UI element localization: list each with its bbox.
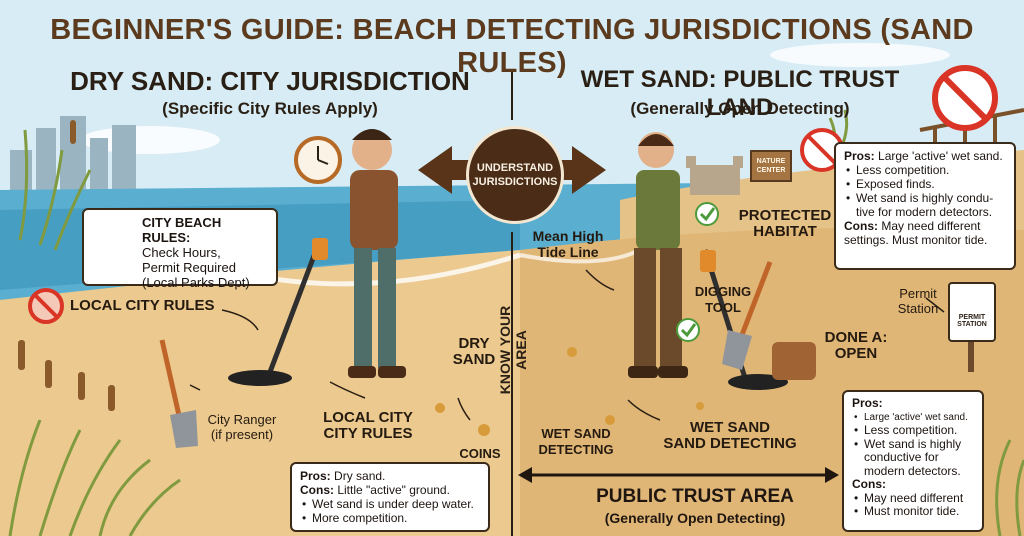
city-ranger-line-2: (if present) [210, 427, 274, 442]
city-ranger-label: City Ranger (if present) [194, 412, 290, 442]
understand-jurisdictions-badge: UNDERSTAND JURISDICTIONS [466, 126, 564, 224]
digging-tool-label: DIGGING TOOL [688, 284, 758, 316]
wet-sand-detect-line-1: WET SAND [541, 426, 611, 441]
dry-sand-line-1: DRY [458, 335, 490, 352]
pros-text: Large 'active' wet sand. [878, 149, 1003, 163]
beach-grass-left [8, 129, 181, 536]
city-ranger-line-1: City Ranger [207, 412, 277, 427]
digging-line-2: TOOL [705, 300, 741, 315]
checkmark-icon [676, 202, 719, 342]
city-rules-line-2: Permit Required [142, 260, 236, 275]
wet-sand-center-line-1: WET SAND [690, 419, 770, 436]
clock-icon [294, 136, 342, 184]
list-item: Must monitor tide. [854, 504, 974, 519]
wet-sand-detect-line-2: DETECTING [538, 442, 614, 457]
dry-sand-line-2: SAND [452, 351, 496, 368]
list-item-text-1: Wet sand is highly condu- [856, 191, 994, 205]
list-item-text-2: conductive for [864, 450, 939, 464]
protected-habitat-label: PROTECTED HABITAT [730, 208, 840, 240]
city-beach-rules-box: CITY BEACH RULES: Check Hours, Permit Re… [82, 208, 278, 290]
right-subheading: (Generally Open Detecting) [630, 99, 850, 118]
nature-center-line-2: CENTER [756, 167, 786, 174]
dry-sand-label: DRY SAND [444, 336, 504, 368]
wet-sand-center-label: WET SAND SAND DETECTING [660, 420, 800, 452]
list-item: May need different [854, 491, 974, 506]
list-item-text-2: tive for modern detectors. [856, 205, 993, 219]
mean-high-line-2: Tide Line [537, 244, 599, 260]
city-rules-line-3: (Local Parks Dept) [142, 275, 250, 290]
pros-label: Pros: [300, 469, 331, 483]
cons-text-2: settings. Must monitor tide. [844, 233, 988, 247]
cons-label: Cons: [300, 483, 334, 497]
local-city-rules-label: LOCAL CITY RULES [70, 297, 215, 314]
cons-text: Little "active" ground. [337, 483, 450, 497]
list-item: Exposed finds. [846, 177, 1006, 191]
done-line-1: DONE A: [824, 329, 888, 346]
man-detectorist [348, 129, 406, 378]
mean-high-line-1: Mean High [532, 228, 604, 244]
nature-center-line-1: NATURE [756, 158, 786, 165]
list-item: Less competition. [854, 423, 974, 438]
public-trust-area-sublabel: (Generally Open Detecting) [604, 510, 786, 526]
wet-sand-center-line-2: SAND DETECTING [663, 435, 797, 452]
left-heading: DRY SAND: CITY JURISDICTION [70, 66, 470, 96]
wet-sand-pros-cons-top-box: Pros: Large 'active' wet sand. Less comp… [834, 142, 1016, 270]
list-item: Wet sand is under deep water. [302, 497, 480, 511]
nature-center-sign: NATURE CENTER [750, 150, 792, 182]
cons-text: May need different [881, 219, 981, 233]
list-item-text-3: modern detectors. [864, 463, 961, 478]
page-title: BEGINNER'S GUIDE: BEACH DETECTING JURISD… [50, 14, 974, 79]
permit-station-label: Permit Station [884, 286, 952, 316]
dry-sand-pros-cons-box: Pros: Dry sand. Cons: Little "active" gr… [290, 462, 490, 532]
shovel-icon [159, 339, 198, 448]
no-detecting-icon-left [28, 288, 64, 324]
woman-detectorist [628, 132, 688, 378]
city-rules-title: CITY BEACH RULES: [142, 215, 222, 245]
detector-icon [228, 238, 328, 386]
arrow-icon [418, 146, 606, 194]
permit-line-1: Permit [899, 286, 937, 301]
left-subheading: (Specific City Rules Apply) [162, 99, 378, 118]
mean-high-tide-label: Mean High Tide Line [526, 228, 610, 260]
wet-sand-pros-cons-bottom-box: Pros: Large 'active' wet sand. Less comp… [842, 390, 984, 532]
pros-text: Dry sand. [334, 469, 386, 483]
coins-label: COINS [459, 446, 501, 461]
right-heading: WET SAND: PUBLIC TRUST LAND [580, 66, 900, 121]
list-item-text-1: Wet sand is highly [864, 436, 962, 451]
protected-line-1: PROTECTED [738, 207, 832, 224]
cons-label: Cons: [844, 219, 878, 233]
permit-station-sign: PERMIT STATION [948, 282, 996, 342]
local-city-label: LOCAL CITY CITY RULES [308, 410, 428, 442]
public-trust-area-label: PUBLIC TRUST AREA [596, 486, 794, 507]
wet-sand-detecting-label: WET SAND DETECTING [530, 426, 622, 458]
castle [686, 156, 743, 195]
list-item: Less competition. [846, 163, 1006, 177]
protected-line-2: HABITAT [753, 223, 817, 240]
pros-label: Pros: [844, 149, 875, 163]
done-open-label: DONE A: OPEN [816, 330, 896, 362]
local-city-line-1: LOCAL CITY [323, 409, 413, 426]
shovel-icon-right [722, 261, 773, 370]
no-detecting-icon [932, 65, 998, 131]
pros-label: Pros: [852, 396, 883, 410]
permit-line-2: Station [897, 301, 939, 316]
bag-icon [772, 342, 816, 380]
public-trust-arrow [518, 467, 839, 483]
local-city-line-2: CITY RULES [323, 425, 413, 442]
badge-line-1: UNDERSTAND [476, 162, 554, 174]
badge-line-2: JURISDICTIONS [472, 176, 558, 188]
cons-label: Cons: [852, 477, 886, 491]
city-rules-line-1: Check Hours, [142, 245, 221, 260]
digging-line-1: DIGGING [694, 284, 752, 299]
list-item: Wet sand is highly condu-tive for modern… [846, 191, 1006, 219]
list-item: More competition. [302, 511, 480, 525]
list-item: Large 'active' wet sand. [854, 411, 974, 425]
done-line-2: OPEN [834, 345, 878, 362]
